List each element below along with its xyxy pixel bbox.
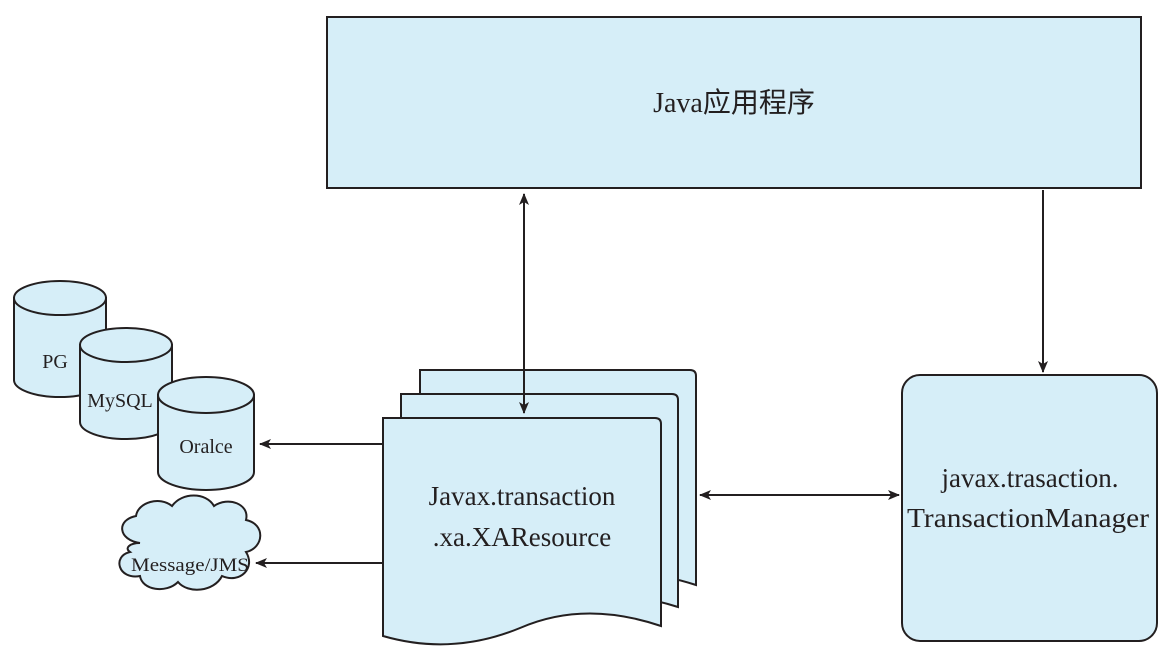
database-oracle-body (157, 394, 255, 491)
connectors (255, 190, 1048, 568)
database-oracle: Oralce (157, 376, 255, 491)
message-queue-node: Message/JMS (118, 494, 262, 591)
java-app-label: Java应用程序 (653, 87, 815, 119)
database-oracle-label: Oralce (179, 436, 232, 458)
transaction-manager-label-line2: TransactionManager (907, 503, 1149, 533)
message-queue-label: Message/JMS (131, 555, 249, 576)
database-mysql-label: MySQL (87, 390, 153, 412)
transaction-manager-node: javax.trasaction. TransactionManager (901, 374, 1158, 642)
message-queue-cloud-shape (118, 494, 262, 591)
database-pg-top (13, 280, 107, 316)
database-mysql: MySQL (79, 327, 173, 440)
database-group: PG MySQL Oralce (13, 280, 255, 491)
java-app-box (326, 16, 1142, 189)
xa-resource-node: Javax.transaction .xa.XAResource (382, 369, 697, 646)
xa-resource-label-line1: Javax.transaction (429, 481, 616, 511)
transaction-manager-box (901, 374, 1158, 642)
xa-resource-label-line2: .xa.XAResource (433, 522, 611, 552)
database-mysql-top (79, 327, 173, 363)
xa-resource-doc-front (382, 417, 662, 646)
database-oracle-top (157, 376, 255, 414)
transaction-manager-label-line1: javax.trasaction. (941, 463, 1119, 493)
database-pg-label: PG (42, 351, 68, 373)
java-app-node: Java应用程序 (326, 16, 1142, 189)
